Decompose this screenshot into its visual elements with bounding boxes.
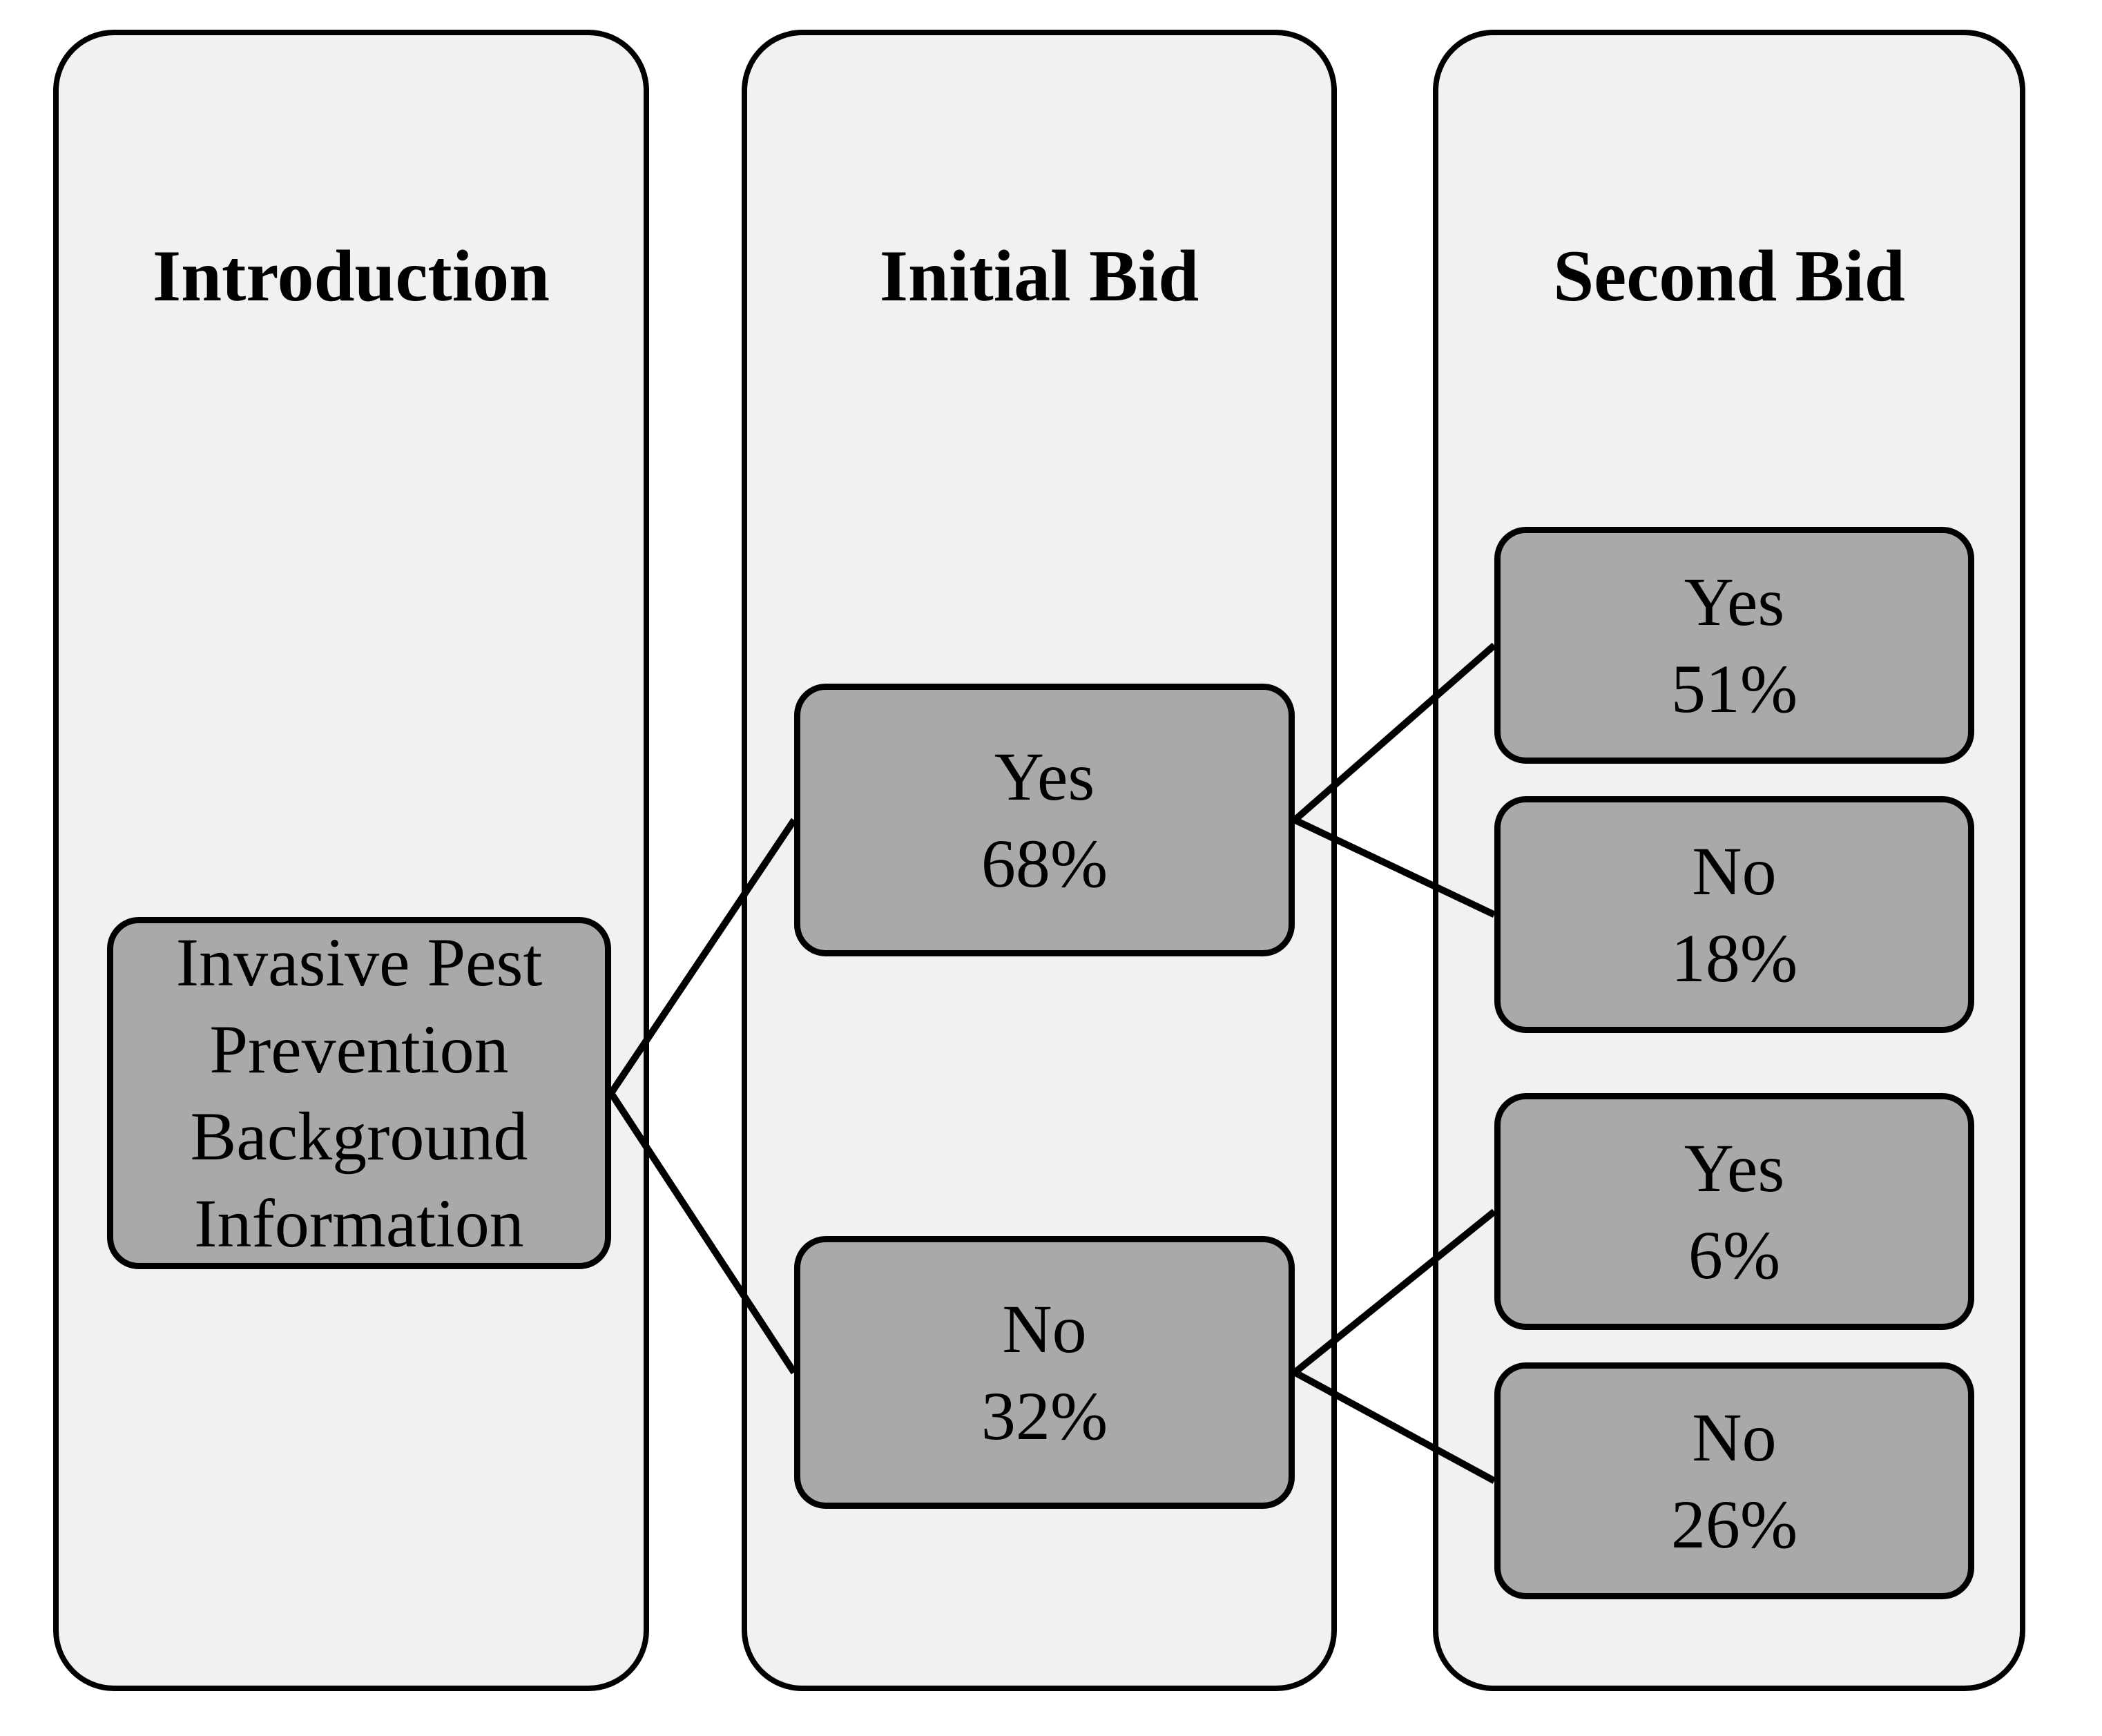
- node-second-no-26-percent: 26%: [1670, 1485, 1798, 1563]
- node-second-yes-6-percent: 6%: [1688, 1216, 1781, 1293]
- node-initial-no-percent: 32%: [981, 1377, 1108, 1454]
- node-second-yes-51-answer: Yes: [1684, 563, 1785, 640]
- edge-line-initial-yes-to-second-yes-51: [1292, 642, 1497, 823]
- panel-title-introduction: Introduction: [152, 235, 550, 316]
- node-initial-yes-percent: 68%: [981, 824, 1108, 902]
- node-second-yes-51: Yes 51%: [1494, 527, 1974, 764]
- node-initial-yes: Yes 68%: [794, 684, 1295, 956]
- node-initial-yes-answer: Yes: [994, 737, 1095, 815]
- node-intro-info-label: Invasive Pest Prevention Background Info…: [175, 924, 543, 1262]
- node-second-no-18-answer: No: [1692, 832, 1777, 909]
- edge-line-initial-no-to-second-no-26: [1293, 1369, 1496, 1484]
- panel-introduction: Introduction: [53, 30, 649, 1691]
- node-intro-info: Invasive Pest Prevention Background Info…: [107, 917, 611, 1269]
- node-initial-no: No 32%: [794, 1236, 1295, 1509]
- edge-line-initial-no-to-second-yes-6: [1292, 1208, 1497, 1376]
- node-second-yes-6-answer: Yes: [1684, 1129, 1785, 1206]
- edge-line-initial-yes-to-second-no-18: [1293, 816, 1496, 918]
- node-second-yes-6: Yes 6%: [1494, 1093, 1974, 1330]
- panel-title-second-bid: Second Bid: [1553, 235, 1905, 316]
- panel-title-initial-bid: Initial Bid: [879, 235, 1199, 316]
- node-second-no-18-percent: 18%: [1670, 919, 1798, 996]
- node-second-no-18: No 18%: [1494, 796, 1974, 1033]
- node-second-yes-51-percent: 51%: [1670, 650, 1798, 727]
- edge-line-intro-info-to-initial-yes: [608, 818, 798, 1095]
- node-second-no-26: No 26%: [1494, 1362, 1974, 1599]
- node-second-no-26-answer: No: [1692, 1398, 1777, 1476]
- edge-line-intro-info-to-initial-no: [608, 1091, 798, 1375]
- node-initial-no-answer: No: [1002, 1290, 1087, 1367]
